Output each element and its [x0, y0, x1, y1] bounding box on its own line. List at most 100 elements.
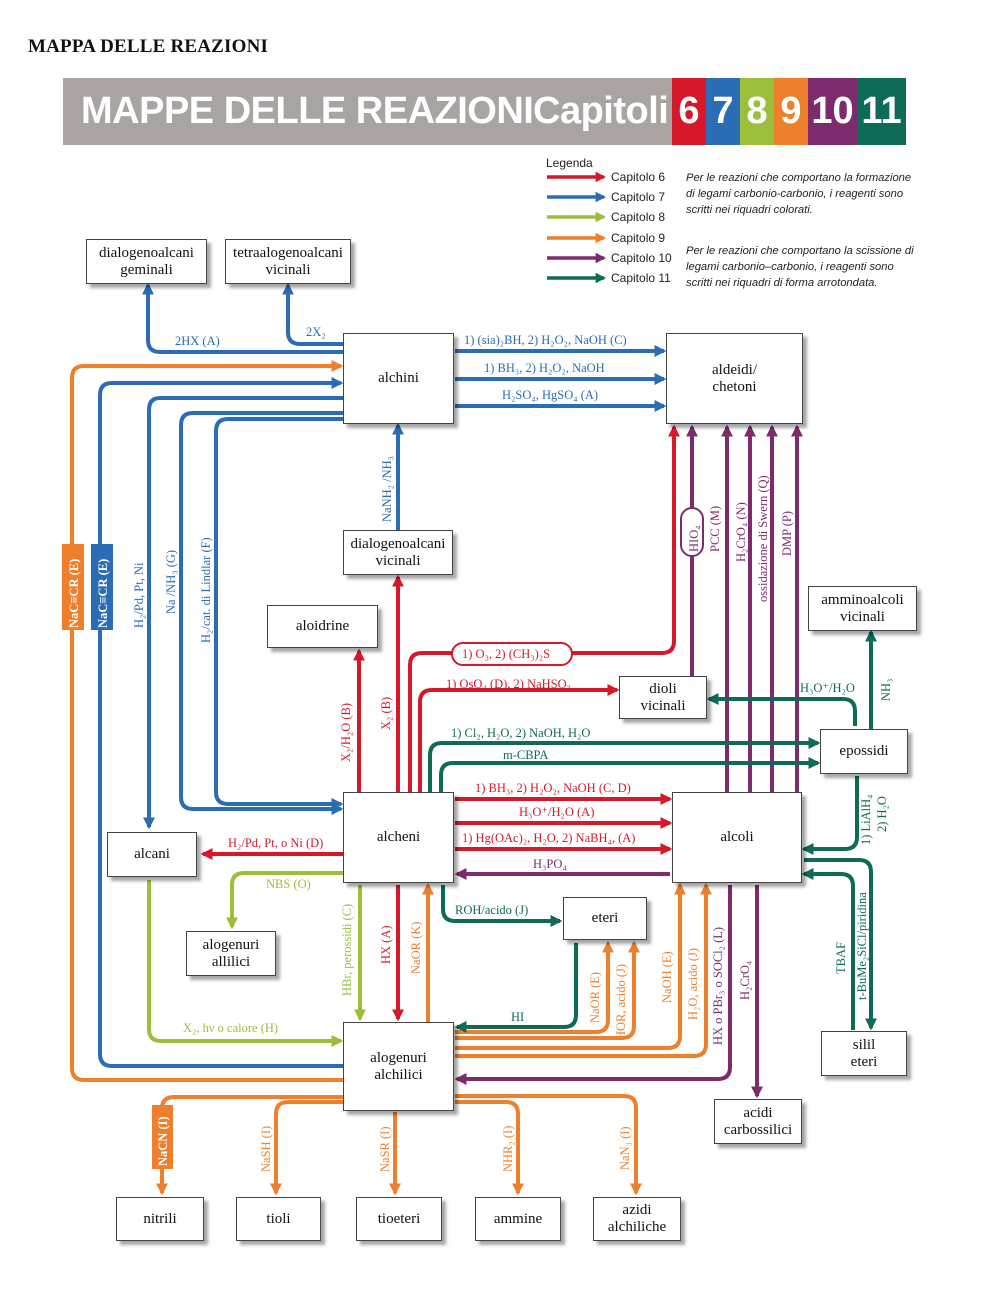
legend-heading: Legenda: [546, 156, 593, 170]
label-h2o-acido: H₂O, acido (J): [686, 948, 700, 1020]
label-hi: HI: [511, 1010, 524, 1024]
label-bh3-alcoli: 1) BH₃, 2) H₂O₂, NaOH (C, D): [475, 781, 631, 795]
node-tioeteri: tioeteri: [356, 1197, 442, 1241]
hio4-rounded-box: [680, 507, 704, 557]
node-alogenuri-allilici: alogenuri allilici: [186, 931, 276, 976]
arrow-alcoli-to-alogenuri-hx: [454, 885, 732, 1085]
arrow-alchini-to-alcani: [143, 396, 343, 830]
node-alchini: alchini: [343, 333, 454, 424]
label-h3po4: H₃PO₄: [533, 857, 567, 871]
chapter-6-tab: 6: [672, 78, 706, 145]
label-pcc: PCC (M): [708, 506, 722, 552]
node-silil-eteri: silil eteri: [821, 1031, 907, 1076]
label-x2hv: X₂, hν o calore (H): [183, 1021, 278, 1035]
node-nitrili: nitrili: [116, 1197, 204, 1241]
node-acidi-carbossilici: acidi carbossilici: [714, 1099, 802, 1144]
label-nan3: NaN₃ (I): [618, 1126, 632, 1170]
label-nhr2: NHR₂ (I): [501, 1126, 515, 1172]
arrow-alogenuri-to-alcoli-naoh: [455, 882, 686, 1050]
label-h2o-2: 2) H₂O: [875, 796, 889, 832]
node-tetraalogenoalcani-vicinali: tetraalogenoalcani vicinali: [225, 239, 351, 284]
legend-note-rounded: Per le reazioni che comportano la scissi…: [686, 245, 914, 289]
label-h3o-alcoli: H₃O⁺/H₂O (A): [519, 805, 594, 819]
arrow-epossidi-to-dioli: [706, 693, 857, 726]
label-h3o-epossidi: H₃O⁺/H₂O: [800, 681, 855, 695]
label-nanh3: Na /NH₃ (G): [164, 550, 178, 614]
label-hgoac: 1) Hg(OAc)₂, H₂O, 2) NaBH₄, (A): [462, 831, 635, 845]
label-nacn: NaCN (I): [156, 1116, 170, 1166]
label-naoh-e: NaOH (E): [660, 951, 674, 1003]
arrow-alchini-to-alcheni-lindlar: [214, 417, 344, 810]
node-alcani: alcani: [107, 832, 197, 877]
legend-label-8: Capitolo 8: [611, 210, 666, 224]
node-dialogenoalcani-vicinali: dialogenoalcani vicinali: [343, 530, 453, 575]
label-hbr: HBr, perossidi (C): [340, 904, 354, 996]
arrow-alcheni-to-alogenuri-allilici: [226, 871, 343, 930]
reaction-map-banner: MAPPE DELLE REAZIONI Capitoli 6 7 8 9 10…: [63, 78, 906, 145]
label-x2: X₂ (B): [379, 697, 393, 730]
o3-rounded-box: [451, 642, 573, 666]
label-nacc-blue: NaC≡CR (E): [96, 559, 110, 628]
chapter-7-tab: 7: [706, 78, 740, 145]
nacn-box: [152, 1105, 173, 1169]
label-h2cro4-n: H₂CrO₄ (N): [734, 502, 748, 562]
label-hio4: HIO₄: [687, 525, 701, 552]
label-lialh4: 1) LiAlH₄: [859, 794, 873, 845]
label-nacc-orange: NaC≡CR (E): [67, 559, 81, 628]
node-alogenuri-alchilici: alogenuri alchilici: [343, 1022, 454, 1111]
label-dmp: DMP (P): [780, 511, 794, 556]
legend-label-6: Capitolo 6: [611, 170, 666, 184]
arrow-alogenuri-to-tioli: [270, 1100, 343, 1196]
label-h2so4: H₂SO₄, HgSO₄ (A): [502, 388, 598, 402]
arrow-alogenuri-to-azidi: [455, 1094, 642, 1196]
arrow-alcheni-to-dioli: [418, 684, 620, 792]
label-swern: ossidazione di Swern (Q): [756, 475, 770, 602]
arrow-alogenuri-to-alchini-nacc: [98, 377, 344, 1068]
arrow-alchini-to-alcheni-na: [179, 411, 344, 815]
chapter-10-tab: 10: [808, 78, 857, 145]
arrow-alogenuri-to-alcoli-h2o: [455, 882, 712, 1058]
label-nasr: NaSR (I): [378, 1127, 392, 1172]
legend-label-11: Capitolo 11: [611, 271, 671, 285]
label-naor-k: NaOR (K): [409, 922, 423, 974]
label-tbaf: TBAF: [834, 942, 848, 974]
node-alcheni: alcheni: [343, 792, 454, 883]
label-roh: ROH/acido (J): [455, 903, 528, 917]
label-2x2: 2X₂: [306, 325, 326, 339]
label-hx-a: HX (A): [379, 925, 393, 964]
arrow-alcheni-to-epossidi-mcpba: [439, 757, 821, 792]
arrow-alogenuri-to-eteri-naor: [455, 940, 614, 1034]
arrow-epossidi-to-alcoli: [801, 776, 859, 855]
label-oso4: 1) OsO₄ (D), 2) NaHSO₃: [446, 677, 571, 691]
chapters-label: Capitoli: [533, 90, 669, 132]
node-dioli-vicinali: dioli vicinali: [619, 676, 707, 719]
arrow-alcheni-to-eteri: [441, 885, 563, 927]
node-dialogenoalcani-geminali: dialogenoalcani geminali: [86, 239, 207, 284]
label-tbumesicl: t-BuMe₂SiCl/piridina: [855, 892, 869, 1000]
node-tioli: tioli: [236, 1197, 321, 1241]
arrow-alogenuri-to-eteri-hor: [455, 940, 640, 1040]
label-sia2bh: 1) (sia)₂BH, 2) H₂O₂, NaOH (C): [464, 333, 627, 347]
legend-label-7: Capitolo 7: [611, 190, 666, 204]
arrow-alcheni-to-epossidi-cl2: [428, 737, 821, 792]
label-h2pd: H₂/Pd, Pt, Ni: [132, 562, 146, 628]
legend-note-boxes: Per le reazioni che comportano la formaz…: [686, 172, 912, 216]
arrow-alogenuri-to-alchini-nacc: [70, 360, 344, 1082]
document-title: MAPPA DELLE REAZIONI: [28, 36, 269, 57]
chapter-11-tab: 11: [857, 78, 906, 145]
arrow-alogenuri-to-ammine: [455, 1100, 524, 1196]
node-azidi-alchiliche: azidi alchiliche: [593, 1197, 681, 1241]
arrow-silil-to-alcoli: [801, 868, 855, 1030]
label-nbs: NBS (O): [266, 877, 311, 891]
label-o3: 1) O₃, 2) (CH₃)₂S: [462, 647, 550, 661]
node-aloidrine: aloidrine: [267, 605, 378, 648]
arrow-eteri-to-alogenuri-hi: [454, 943, 578, 1033]
node-ammine: ammine: [475, 1197, 561, 1241]
banner-title: MAPPE DELLE REAZIONI: [81, 90, 534, 132]
node-eteri: eteri: [563, 897, 647, 940]
label-mcpba: m-CBPA: [503, 748, 548, 762]
reagent-boxes: [62, 507, 704, 1169]
node-epossidi: epossidi: [820, 729, 908, 774]
label-nh3: NH₃: [879, 679, 893, 701]
